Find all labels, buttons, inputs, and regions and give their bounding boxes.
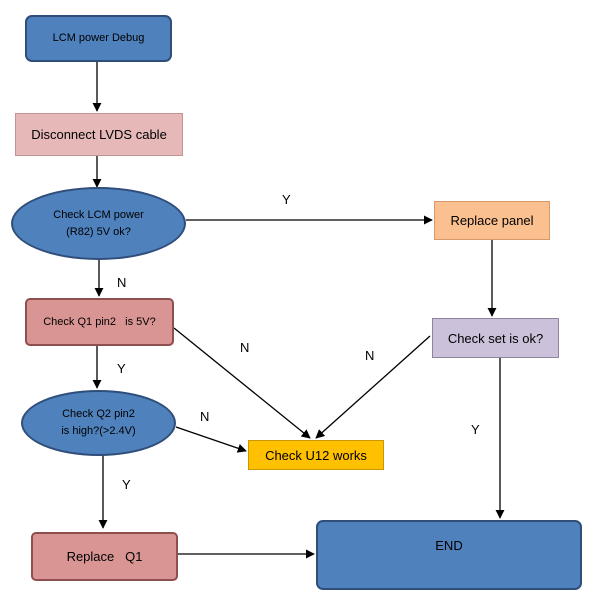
end-box: END	[316, 520, 582, 590]
arrow-check-q2-to-check-u12	[175, 426, 247, 453]
check-q2-pin2-line2: is high?(>2.4V)	[61, 425, 136, 437]
disconnect-lvds-box: Disconnect LVDS cable	[15, 113, 183, 156]
check-q2-pin2-line1: Check Q2 pin2	[62, 408, 135, 420]
check-u12-works-label: Check U12 works	[265, 447, 367, 463]
check-q2-pin2-decision: Check Q2 pin2 is high?(>2.4V)	[21, 390, 176, 456]
edge-label-lcm-to-q1: N	[117, 275, 127, 290]
replace-q1-box: Replace Q1	[31, 532, 178, 581]
check-q1-pin2-box: Check Q1 pin2 is 5V?	[25, 298, 174, 346]
disconnect-lvds-label: Disconnect LVDS cable	[31, 127, 167, 142]
edge-label-q1-to-q2: Y	[117, 361, 126, 376]
check-set-ok-box: Check set is ok?	[432, 318, 559, 358]
check-u12-works-box: Check U12 works	[248, 440, 384, 470]
edge-label-q2-to-u12: N	[200, 409, 210, 424]
edge-label-set-to-u12: N	[365, 348, 375, 363]
lcm-power-debug-label: LCM power Debug	[52, 32, 145, 44]
check-q1-pin2-label: Check Q1 pin2 is 5V?	[43, 315, 156, 328]
check-set-ok-label: Check set is ok?	[447, 330, 544, 346]
arrow-check-q1-to-check-u12	[173, 327, 311, 439]
check-lcm-power-line2: (R82) 5V ok?	[66, 225, 131, 238]
lcm-power-debug-box: LCM power Debug	[25, 15, 172, 62]
check-lcm-power-decision: Check LCM power (R82) 5V ok?	[11, 187, 186, 260]
end-label: END	[435, 538, 463, 553]
replace-q1-label: Replace Q1	[66, 549, 143, 564]
edge-label-q1-to-u12: N	[240, 340, 250, 355]
replace-panel-label: Replace panel	[450, 213, 534, 228]
edge-label-lcm-to-panel: Y	[282, 192, 291, 207]
check-lcm-power-line1: Check LCM power	[53, 208, 144, 221]
edge-label-q2-to-replace-q1: Y	[122, 477, 131, 492]
arrow-check-set-to-check-u12	[315, 335, 431, 439]
replace-panel-box: Replace panel	[434, 201, 550, 240]
edge-label-set-to-end: Y	[471, 422, 480, 437]
